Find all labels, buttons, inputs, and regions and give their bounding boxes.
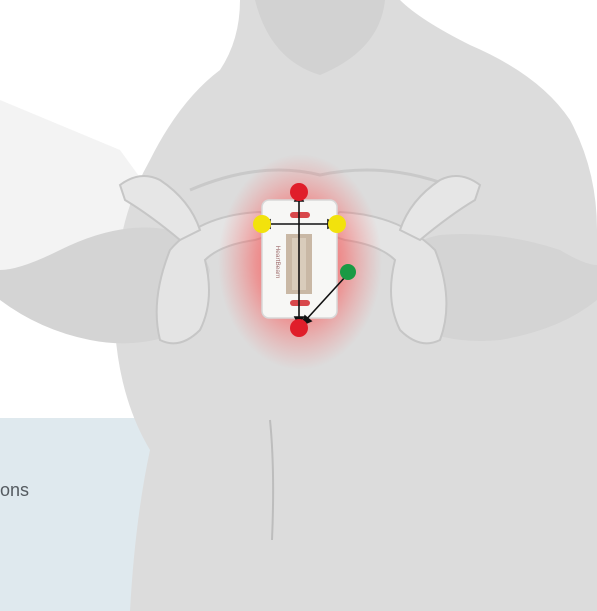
device-top-slot	[290, 212, 310, 218]
electrode-yellow-left	[253, 215, 271, 233]
device-brand: HeartBeam	[274, 246, 281, 279]
electrode-green	[340, 264, 356, 280]
electrode-red-top	[290, 183, 308, 201]
device-bottom-slot	[290, 300, 310, 306]
electrode-yellow-right	[328, 215, 346, 233]
electrode-red-bottom	[290, 319, 308, 337]
caption-text: ons	[0, 480, 29, 501]
